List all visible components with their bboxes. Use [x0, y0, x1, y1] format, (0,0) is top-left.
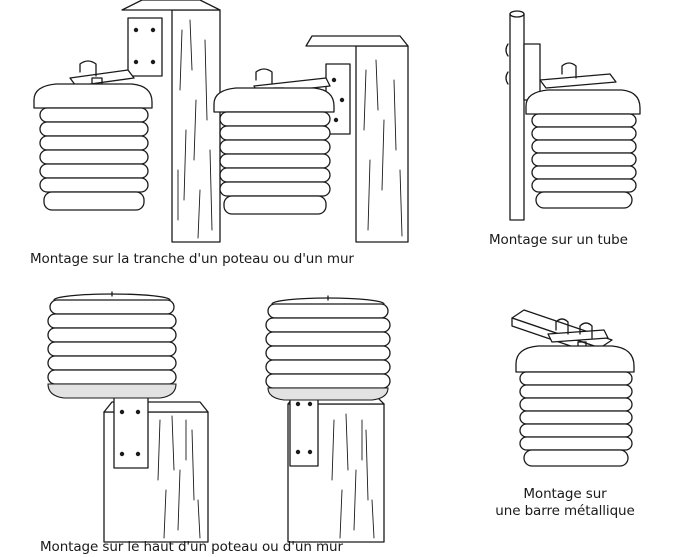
illustration-top-post-right [265, 295, 391, 543]
radiation-shield [515, 345, 635, 467]
caption-tube-mount: Montage sur un tube [489, 232, 628, 248]
u-bolt-nut [561, 62, 577, 79]
caption-top-mount: Montage sur le haut d'un poteau ou d'un … [40, 539, 343, 555]
u-bolt [505, 43, 509, 85]
u-bolt [555, 318, 593, 339]
illustration-edge-post-right [213, 35, 409, 243]
radiation-shield [213, 87, 335, 215]
radiation-shield [33, 83, 153, 211]
illustration-metal-bar [511, 309, 635, 467]
radiation-shield [47, 291, 177, 399]
radiation-shield [525, 89, 641, 209]
illustration-edge-post-left [33, 0, 221, 243]
post-top [305, 35, 409, 47]
illustration-tube [505, 10, 641, 221]
u-bolt [255, 68, 273, 85]
u-bolt [79, 60, 97, 77]
wooden-post [171, 9, 221, 243]
mounting-tube [509, 13, 525, 221]
caption-bar-mount-line1: Montage sur [523, 486, 607, 502]
caption-bar-mount: Montage sur une barre métallique [480, 486, 650, 520]
mounting-bracket [547, 329, 609, 343]
mounting-bracket [127, 17, 163, 77]
mounting-bracket [289, 387, 319, 467]
illustration-top-post-left [47, 291, 209, 543]
bracket-arm [539, 73, 617, 89]
mounting-bracket [113, 395, 149, 469]
caption-bar-mount-line2: une barre métallique [495, 503, 635, 519]
radiation-shield [265, 295, 391, 401]
wooden-post [355, 45, 409, 243]
post-top [121, 0, 221, 11]
caption-edge-mount: Montage sur la tranche d'un poteau ou d'… [30, 251, 354, 267]
